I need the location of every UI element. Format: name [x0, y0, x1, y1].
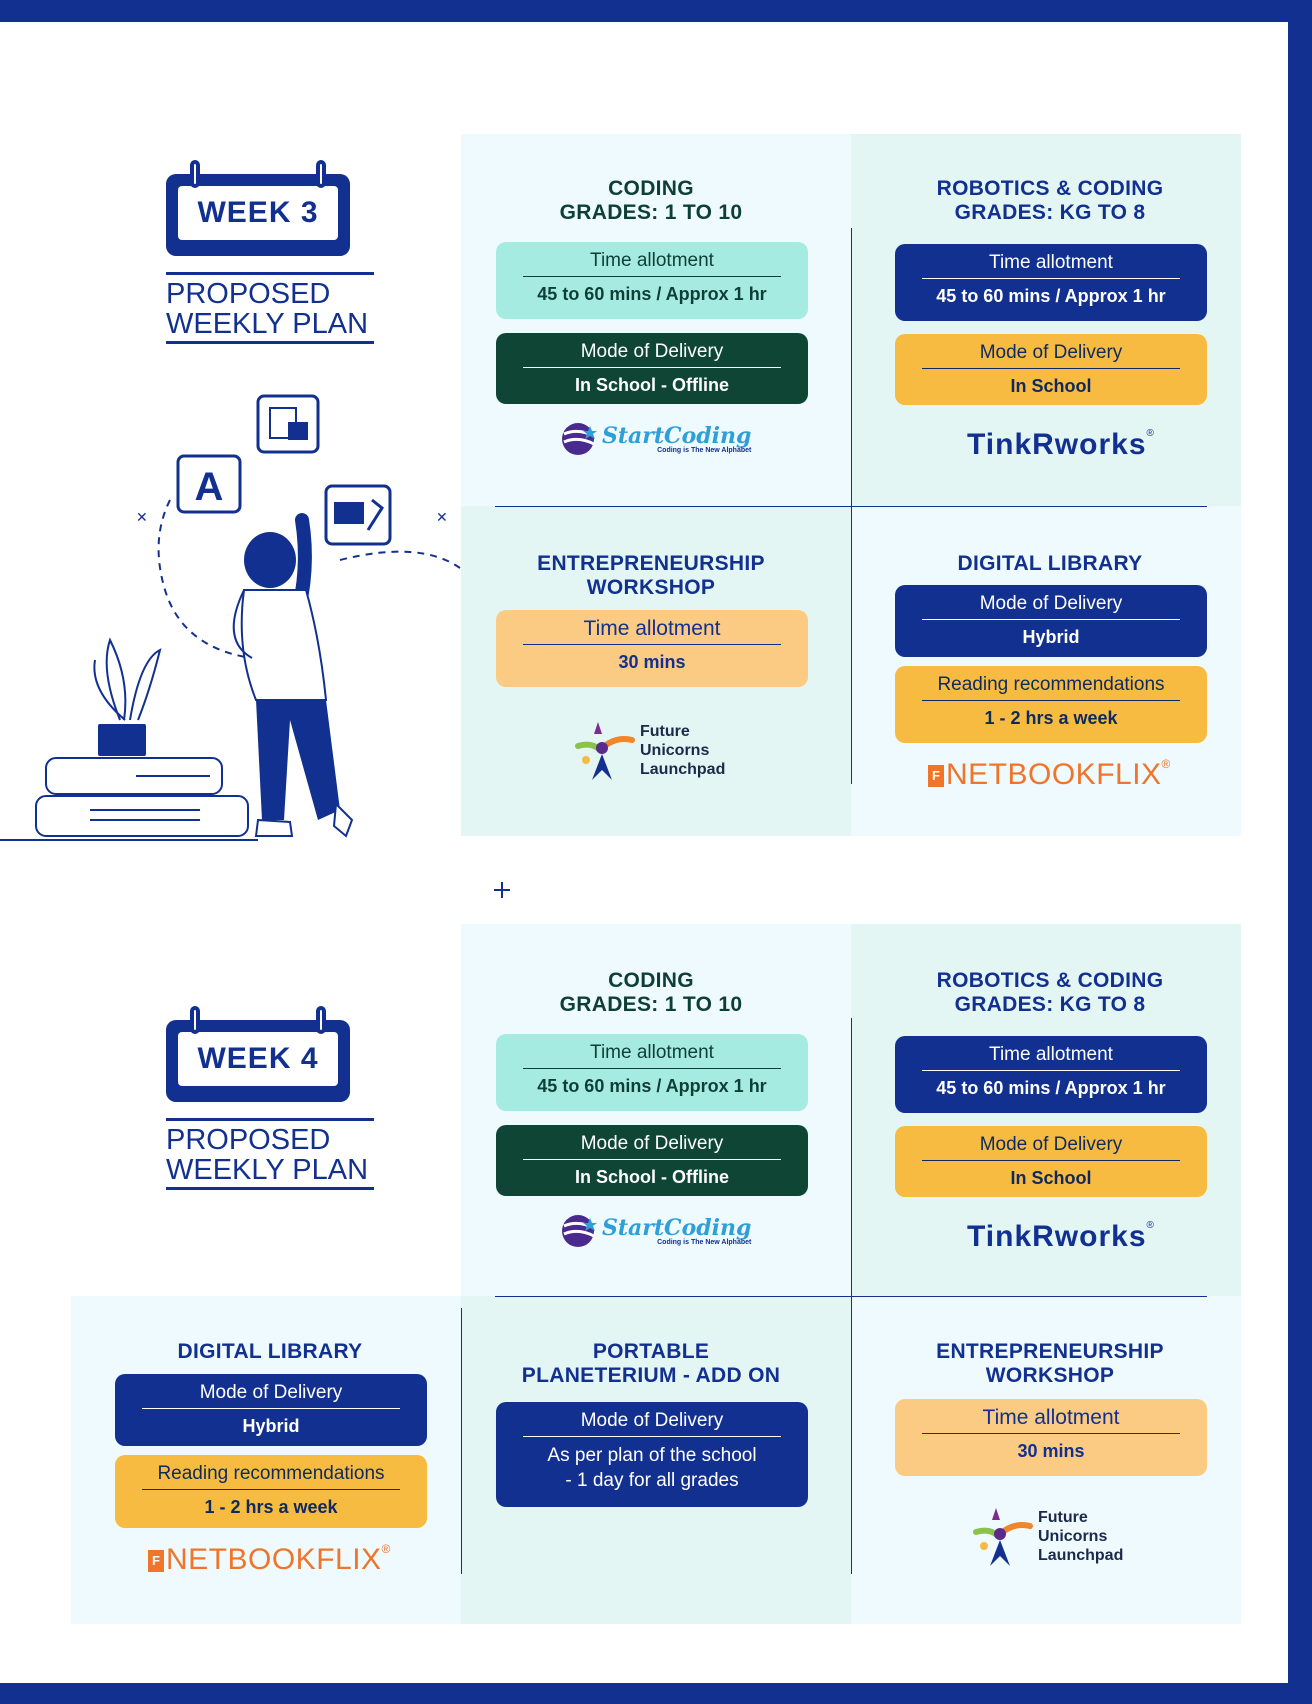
week4-plan-title: PROPOSED WEEKLY PLAN [166, 1118, 374, 1190]
mode-value: In School - Offline [575, 1167, 729, 1187]
week4-header: WEEK 4 PROPOSED WEEKLY PLAN [166, 1006, 376, 1190]
w3-robotics-time-box: Time allotment 45 to 60 mins / Approx 1 … [895, 244, 1207, 321]
mode-value-line-2: - 1 day for all grades [565, 1470, 739, 1491]
w4-divider-horizontal [495, 1296, 1207, 1297]
tinkrworks-logo: TinkRworks® [967, 1220, 1154, 1253]
w3-coding-time-box: Time allotment 45 to 60 mins / Approx 1 … [496, 242, 808, 319]
w4-library-reading-box: Reading recommendations 1 - 2 hrs a week [115, 1455, 427, 1528]
w4-entrepreneurship-title: ENTREPRENEURSHIP WORKSHOP [936, 1340, 1164, 1387]
time-value: 45 to 60 mins / Approx 1 hr [537, 284, 767, 304]
unicorn-star-icon [575, 722, 635, 780]
w3-entrepreneurship-time-box: Time allotment 30 mins [496, 610, 808, 687]
mode-value-line-1: As per plan of the school [547, 1445, 757, 1466]
student-illustration: ✕ ✕ A [0, 394, 461, 841]
time-value: 45 to 60 mins / Approx 1 hr [936, 1078, 1166, 1098]
bottom-border [0, 1683, 1312, 1704]
w3-library-reading-box: Reading recommendations 1 - 2 hrs a week [895, 666, 1207, 743]
mode-label: Mode of Delivery [580, 1410, 724, 1431]
startcoding-logo: StartCoding Coding is The New Alphabet [560, 420, 751, 458]
time-label: Time allotment [989, 1044, 1113, 1065]
w4-divider-vertical-2 [461, 1308, 462, 1574]
w4-robotics-mode-box: Mode of Delivery In School [895, 1126, 1207, 1197]
w3-robotics-mode-box: Mode of Delivery In School [895, 334, 1207, 405]
w3-robotics-title: ROBOTICS & CODING GRADES: KG TO 8 [936, 177, 1164, 224]
w3-library-mode-box: Mode of Delivery Hybrid [895, 585, 1207, 657]
time-label: Time allotment [590, 1042, 714, 1063]
reading-value: 1 - 2 hrs a week [984, 708, 1118, 728]
mode-value: In School [1010, 1168, 1092, 1188]
mode-value: Hybrid [1022, 627, 1080, 647]
future-unicorns-logo: Future Unicorns Launchpad [572, 718, 725, 782]
time-label: Time allotment [590, 250, 714, 271]
time-value: 30 mins [618, 652, 686, 672]
svg-text:✕: ✕ [436, 510, 448, 526]
top-border [0, 0, 1312, 22]
w3-library-title: DIGITAL LIBRARY [957, 552, 1143, 575]
unicorn-star-icon [973, 1508, 1033, 1566]
w4-planetarium-mode-box: Mode of Delivery As per plan of the scho… [496, 1402, 808, 1507]
calendar-icon: WEEK 4 [166, 1006, 350, 1102]
mode-label: Mode of Delivery [979, 593, 1123, 614]
mode-value: Hybrid [242, 1416, 300, 1436]
w4-planetarium-title: PORTABLE PLANETERIUM - ADD ON [521, 1340, 781, 1387]
w4-robotics-title: ROBOTICS & CODING GRADES: KG TO 8 [936, 969, 1164, 1016]
week3-plan-title: PROPOSED WEEKLY PLAN [166, 272, 374, 344]
w4-robotics-time-box: Time allotment 45 to 60 mins / Approx 1 … [895, 1036, 1207, 1113]
right-border [1288, 0, 1312, 1704]
plan-line-2: WEEKLY PLAN [166, 1154, 369, 1186]
future-unicorns-logo: Future Unicorns Launchpad [970, 1504, 1123, 1568]
svg-text:✕: ✕ [136, 510, 148, 526]
startcoding-logo: StartCoding Coding is The New Alphabet [560, 1212, 751, 1250]
calendar-icon: WEEK 3 [166, 160, 350, 256]
startcoding-emblem-icon [562, 1215, 597, 1247]
w3-entrepreneurship-title: ENTREPRENEURSHIP WORKSHOP [537, 552, 765, 599]
mode-label: Mode of Delivery [580, 341, 724, 362]
w3-coding-title: CODING GRADES: 1 TO 10 [559, 177, 743, 224]
time-value: 45 to 60 mins / Approx 1 hr [537, 1076, 767, 1096]
reading-label: Reading recommendations [157, 1463, 385, 1484]
w4-coding-mode-box: Mode of Delivery In School - Offline [496, 1125, 808, 1196]
sparkle-icon [494, 882, 510, 898]
mode-value: In School - Offline [575, 375, 729, 395]
time-label: Time allotment [982, 1406, 1120, 1429]
w4-coding-title: CODING GRADES: 1 TO 10 [559, 969, 743, 1016]
time-value: 30 mins [1017, 1441, 1085, 1461]
plan-line-2: WEEKLY PLAN [166, 308, 369, 340]
w3-divider-horizontal [495, 506, 1207, 507]
w4-library-title: DIGITAL LIBRARY [177, 1340, 363, 1363]
w4-entrepreneurship-time-box: Time allotment 30 mins [895, 1399, 1207, 1476]
week4-label: WEEK 4 [178, 1032, 338, 1086]
time-label: Time allotment [989, 252, 1113, 273]
w3-coding-panel [461, 134, 851, 506]
plan-line-1: PROPOSED [166, 278, 331, 310]
w4-library-mode-box: Mode of Delivery Hybrid [115, 1374, 427, 1446]
w3-coding-mode-box: Mode of Delivery In School - Offline [496, 333, 808, 404]
startcoding-emblem-icon [562, 423, 597, 455]
mode-label: Mode of Delivery [199, 1382, 343, 1403]
mode-label: Mode of Delivery [979, 342, 1123, 363]
tinkrworks-logo: TinkRworks® [967, 428, 1154, 461]
reading-value: 1 - 2 hrs a week [204, 1497, 338, 1517]
week3-label: WEEK 3 [178, 186, 338, 240]
reading-label: Reading recommendations [937, 674, 1165, 695]
plan-line-1: PROPOSED [166, 1124, 331, 1156]
letter-block: A [195, 465, 224, 509]
time-label: Time allotment [583, 617, 721, 640]
mode-label: Mode of Delivery [580, 1133, 724, 1154]
mode-label: Mode of Delivery [979, 1134, 1123, 1155]
mode-value: In School [1010, 376, 1092, 396]
week3-header: WEEK 3 PROPOSED WEEKLY PLAN [166, 160, 376, 344]
w4-coding-time-box: Time allotment 45 to 60 mins / Approx 1 … [496, 1034, 808, 1111]
time-value: 45 to 60 mins / Approx 1 hr [936, 286, 1166, 306]
